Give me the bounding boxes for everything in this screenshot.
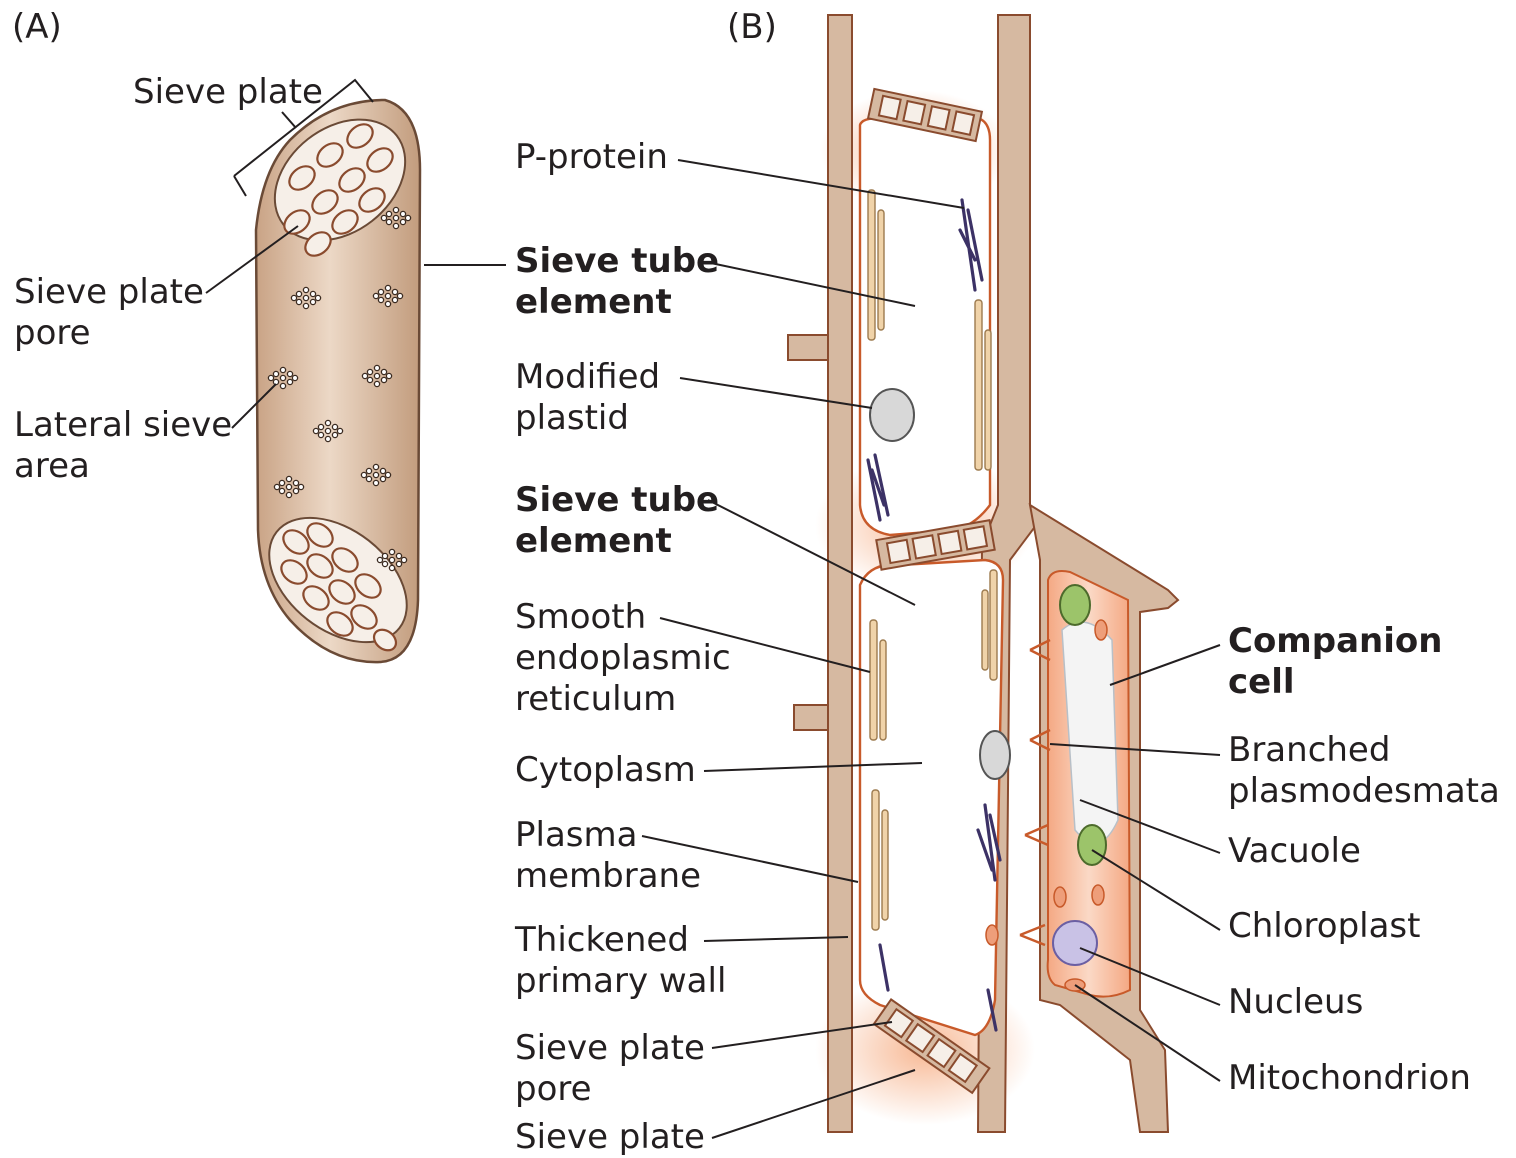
label-plasma-membrane: Plasma membrane — [515, 815, 701, 896]
label-sieve-plate: Sieve plate — [515, 1117, 705, 1157]
label-sieve-plate-pore: Sieve plate pore — [515, 1028, 716, 1109]
chloroplast-2 — [1078, 825, 1106, 865]
panel-a-tag: (A) — [12, 7, 62, 47]
panel-b-tag: (B) — [727, 7, 777, 47]
label-p-protein: P-protein — [515, 137, 668, 177]
label-a-lateral-sieve-area: Lateral sieve area — [14, 405, 243, 486]
sieve-element-3d — [246, 95, 430, 668]
label-thickened-primary-wall: Thickened primary wall — [514, 920, 726, 1001]
chloroplast-1 — [1060, 585, 1090, 625]
modified-plastid-2 — [980, 731, 1010, 779]
label-mitochondrion: Mitochondrion — [1228, 1058, 1471, 1098]
label-chloroplast: Chloroplast — [1228, 906, 1420, 946]
label-a-sieve-plate-pore: Sieve plate pore — [14, 272, 215, 353]
label-a-sieve-plate: Sieve plate — [133, 72, 323, 112]
left-cell-wall — [828, 15, 852, 1132]
nucleus — [1053, 921, 1097, 965]
label-sieve-tube-element-1: Sieve tube element — [515, 241, 731, 322]
label-modified-plastid: Modified plastid — [515, 357, 671, 438]
label-branched-plasmodesmata: Branched plasmodesmata — [1228, 730, 1500, 811]
label-smooth-er: Smooth endoplasmic reticulum — [515, 597, 742, 719]
label-sieve-tube-element-2: Sieve tube element — [515, 480, 731, 561]
label-vacuole: Vacuole — [1228, 831, 1361, 871]
label-companion-cell: Companion cell — [1228, 621, 1454, 702]
modified-plastid-1 — [870, 389, 914, 441]
label-cytoplasm: Cytoplasm — [515, 750, 696, 790]
label-nucleus: Nucleus — [1228, 982, 1363, 1022]
